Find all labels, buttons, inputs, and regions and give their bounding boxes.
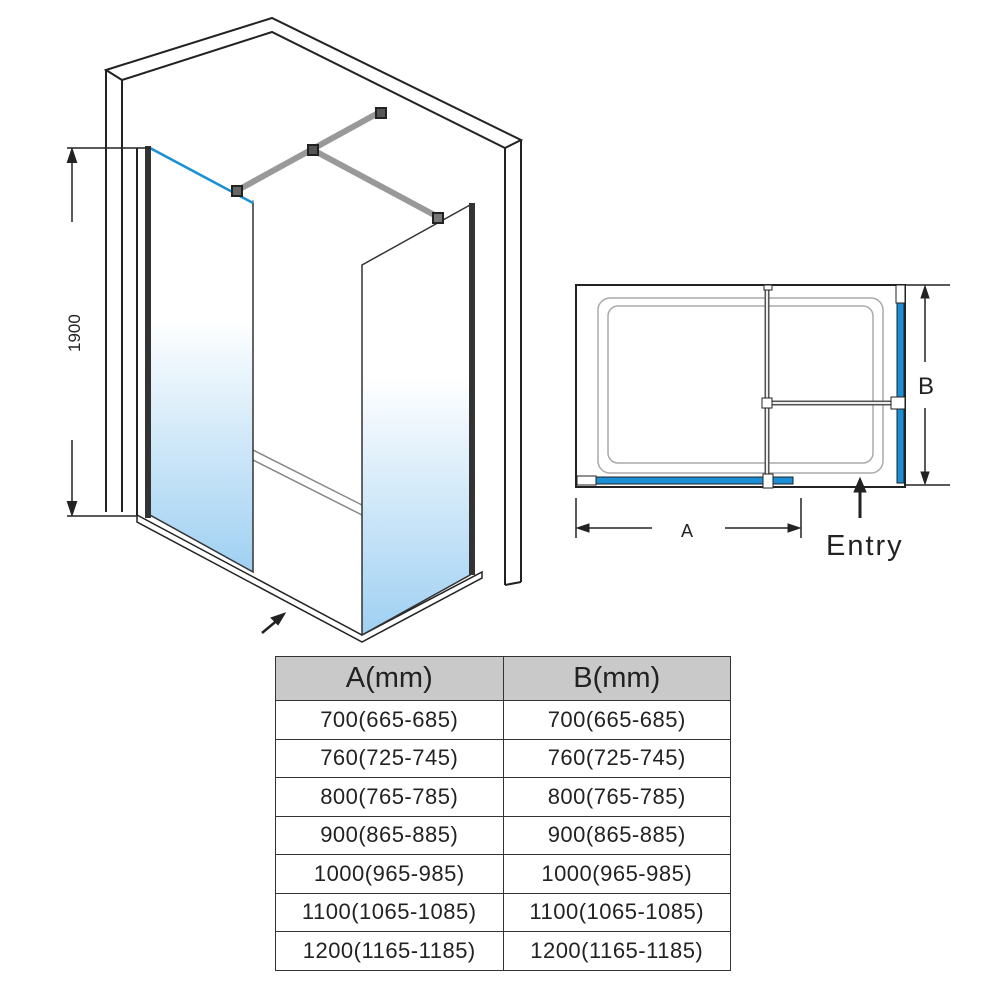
cell-b: 700(665-685) bbox=[502, 700, 731, 740]
bar-connector bbox=[307, 144, 319, 156]
height-label: 1900 bbox=[65, 314, 84, 352]
entry-arrowhead-icon bbox=[270, 612, 287, 626]
table-header-row: A(mm) B(mm) bbox=[275, 656, 731, 701]
size-table: A(mm) B(mm) 700(665-685)700(665-685) 760… bbox=[275, 656, 731, 971]
bar-clamp bbox=[231, 185, 243, 197]
dimension-a-label: A bbox=[681, 521, 693, 541]
dimension-b-label: B bbox=[918, 373, 934, 400]
cell-b: 760(725-745) bbox=[502, 738, 731, 778]
table-row: 1200(1165-1185)1200(1165-1185) bbox=[275, 931, 731, 971]
cell-b: 1100(1065-1085) bbox=[502, 892, 731, 932]
bar-wall-mount bbox=[375, 107, 387, 119]
cell-b: 1000(965-985) bbox=[502, 854, 731, 894]
tray-inner-outline bbox=[607, 305, 874, 464]
arrowhead-down-icon bbox=[920, 471, 930, 486]
tray-outline bbox=[597, 297, 884, 474]
wall-edge bbox=[504, 581, 522, 586]
table-row: 1000(965-985)1000(965-985) bbox=[275, 854, 731, 894]
table-row: 900(865-885)900(865-885) bbox=[275, 815, 731, 855]
bar-wall-mount bbox=[763, 284, 773, 291]
cell-a: 760(725-745) bbox=[275, 738, 504, 778]
bar-clamp bbox=[890, 396, 906, 410]
tray-edge bbox=[252, 449, 363, 506]
cell-a: 1200(1165-1185) bbox=[275, 931, 504, 971]
cell-a: 1100(1065-1085) bbox=[275, 892, 504, 932]
cell-a: 800(765-785) bbox=[275, 777, 504, 817]
arrowhead-up-icon bbox=[920, 284, 930, 299]
entry-arrowhead-icon bbox=[853, 476, 867, 493]
wall-top bbox=[103, 16, 524, 150]
plan-view bbox=[575, 284, 950, 538]
arrowhead-up-icon bbox=[66, 146, 78, 163]
cell-a: 700(665-685) bbox=[275, 700, 504, 740]
bar-connector bbox=[761, 397, 773, 409]
perspective-view bbox=[66, 16, 524, 643]
arrowhead-left-icon bbox=[575, 523, 590, 533]
wall-profile bbox=[469, 203, 475, 575]
bar-clamp bbox=[762, 473, 774, 489]
plan-outline bbox=[575, 284, 906, 488]
tray-edge bbox=[252, 459, 363, 516]
table-row: 760(725-745)760(725-745) bbox=[275, 738, 731, 778]
wall-profile bbox=[576, 475, 597, 486]
cell-b: 900(865-885) bbox=[502, 815, 731, 855]
header-a: A(mm) bbox=[275, 656, 504, 701]
header-b: B(mm) bbox=[502, 656, 731, 701]
bar-clamp bbox=[432, 212, 444, 224]
wall-profile bbox=[895, 284, 906, 304]
wall-profile bbox=[145, 146, 151, 518]
right-glass-panel bbox=[361, 203, 471, 637]
cell-a: 900(865-885) bbox=[275, 815, 504, 855]
left-glass-panel bbox=[149, 146, 254, 574]
cell-b: 800(765-785) bbox=[502, 777, 731, 817]
table-row: 1100(1065-1085)1100(1065-1085) bbox=[275, 892, 731, 932]
entry-label: Entry bbox=[826, 530, 904, 562]
cell-a: 1000(965-985) bbox=[275, 854, 504, 894]
arrowhead-down-icon bbox=[66, 501, 78, 518]
cell-b: 1200(1165-1185) bbox=[502, 931, 731, 971]
table-row: 700(665-685)700(665-685) bbox=[275, 700, 731, 740]
arrowhead-right-icon bbox=[787, 523, 802, 533]
table-row: 800(765-785)800(765-785) bbox=[275, 777, 731, 817]
blue-glass-right bbox=[896, 302, 905, 484]
support-bar bbox=[311, 147, 442, 221]
